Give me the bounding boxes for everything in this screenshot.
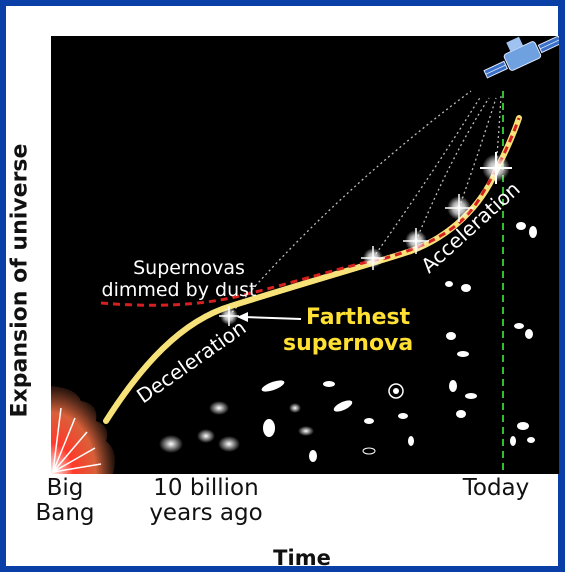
y-axis-label: Expansion of universe bbox=[7, 143, 33, 418]
galaxies bbox=[159, 222, 537, 462]
farthest-arrow bbox=[237, 312, 302, 322]
tick-ten-billion: 10 billion years ago bbox=[136, 476, 276, 526]
big-bang-burst bbox=[51, 386, 115, 474]
dimmed-label-line2: dimmed by dust bbox=[102, 279, 257, 301]
tick-big-bang-line1: Big bbox=[46, 475, 84, 501]
acceleration-label: Acceleration bbox=[416, 177, 524, 278]
tick-ten-billion-line1: 10 billion bbox=[153, 475, 259, 501]
tick-ten-billion-line2: years ago bbox=[149, 500, 263, 526]
tick-today: Today bbox=[462, 475, 530, 501]
tick-big-bang-line2: Bang bbox=[35, 500, 95, 526]
farthest-label-line2: supernova bbox=[283, 331, 413, 356]
dimmed-label-line1: Supernovas bbox=[133, 257, 245, 279]
figure-frame: Supernovas dimmed by dust Farthest super… bbox=[6, 6, 559, 570]
expansion-diagram: Supernovas dimmed by dust Farthest super… bbox=[51, 36, 559, 474]
supernovas bbox=[219, 152, 512, 326]
farthest-label-line1: Farthest bbox=[306, 305, 411, 330]
plot-area: Supernovas dimmed by dust Farthest super… bbox=[51, 36, 559, 474]
supernova-farthest bbox=[219, 306, 239, 326]
telescope-icon bbox=[483, 36, 559, 79]
tick-big-bang: Big Bang bbox=[30, 476, 100, 526]
x-axis-label: Time bbox=[273, 546, 331, 570]
